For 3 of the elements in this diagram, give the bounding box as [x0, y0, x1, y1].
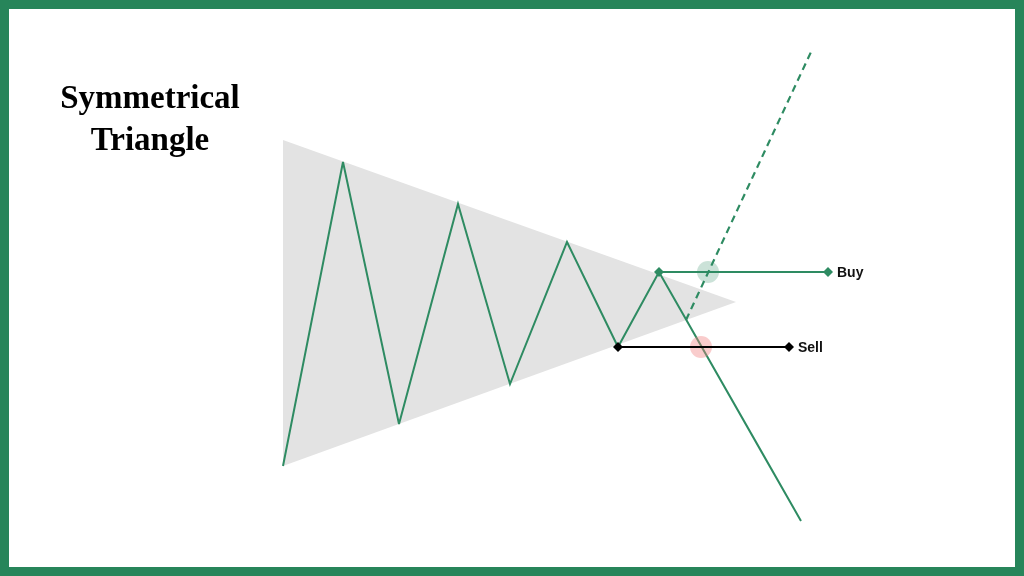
level-label: Sell: [798, 338, 823, 356]
diagram-title: Symmetrical Triangle: [59, 78, 241, 159]
level-label: Buy: [837, 263, 864, 281]
